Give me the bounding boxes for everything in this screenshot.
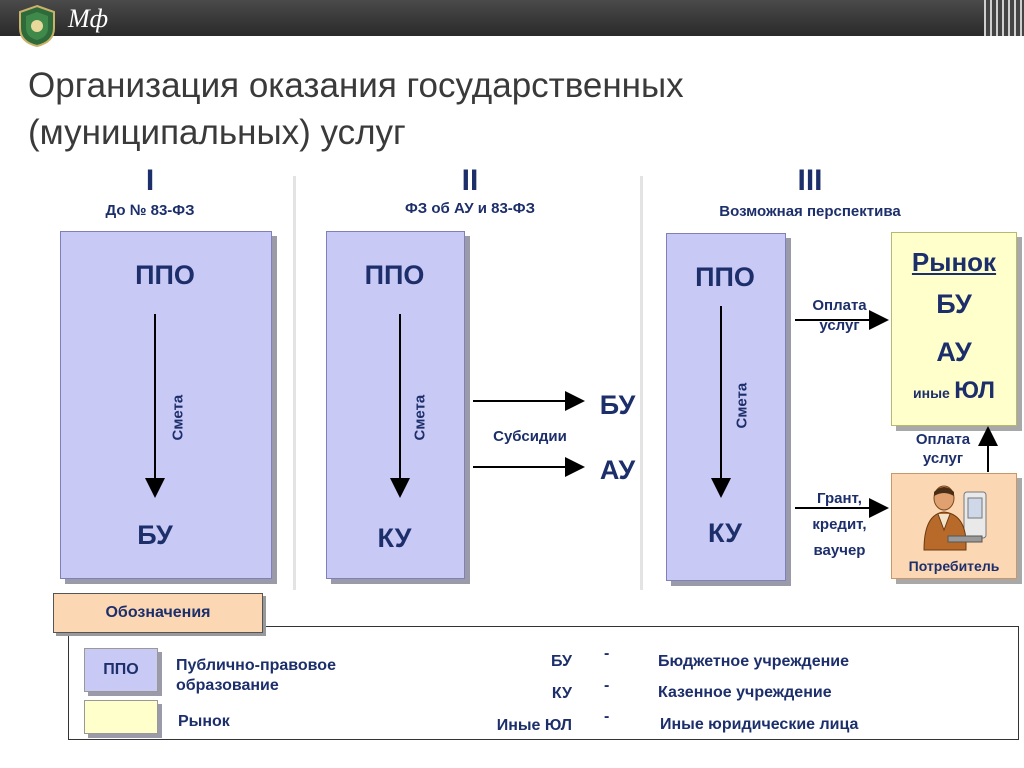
section-1-header: I До № 83-ФЗ	[100, 164, 200, 220]
legend-swatch-ppo: ППО	[84, 648, 158, 692]
top-bar-stripes	[984, 0, 1024, 36]
legend-abbr-3-code: Иные ЮЛ	[496, 717, 572, 734]
subsidy-target-bu: БУ	[599, 390, 636, 420]
market-title: Рынок	[911, 247, 997, 277]
payment-right-label: Оплата услуг	[915, 431, 971, 467]
market-item-au: АУ	[936, 337, 972, 367]
ppo-box-section-3	[666, 233, 786, 581]
legend-abbr-2-code: КУ	[551, 685, 572, 702]
market-item-bu: БУ	[936, 289, 972, 319]
section-1-subtitle: До № 83-ФЗ	[105, 202, 195, 219]
section-3-top-label: ППО	[695, 262, 755, 292]
section-2-header: II ФЗ об АУ и 83-ФЗ	[370, 164, 570, 218]
subsidies-label: Субсидии	[493, 428, 567, 445]
consumer-box: Потребитель	[891, 473, 1017, 579]
legend-abbr-1-code: БУ	[550, 653, 572, 670]
section-3-bottom-label: КУ	[708, 518, 742, 548]
section-2-bottom-label: КУ	[377, 523, 412, 553]
consumer-at-computer-icon	[923, 485, 987, 551]
legend-market-text: Рынок	[178, 713, 230, 730]
legend-abbr-3-dash: -	[604, 708, 610, 725]
grant-label: Грант, кредит, ваучер	[812, 490, 867, 559]
legend-ppo-text: Публично-правовое образование	[176, 657, 336, 694]
legend-abbr-2-dash: -	[604, 677, 610, 694]
ppo-box-section-2	[326, 231, 465, 579]
legend-abbr-3-meaning: Иные юридические лица	[660, 716, 859, 733]
consumer-label: Потребитель	[908, 558, 1000, 574]
logo-text: Мф	[68, 4, 109, 33]
section-2-top-label: ППО	[364, 260, 425, 290]
section-1-bottom-label: БУ	[137, 520, 173, 550]
payment-top-label: Оплата услуг	[812, 297, 867, 334]
market-item-other: иные ЮЛ	[892, 377, 1016, 405]
legend-swatch-ppo-label: ППО	[103, 661, 139, 678]
legend-title: Обозначения	[53, 593, 263, 633]
section-1-numeral: I	[145, 164, 155, 197]
separator-1	[293, 176, 296, 590]
legend-box	[68, 626, 1019, 740]
legend-swatch-market	[84, 700, 158, 734]
legend-abbr-1-dash: -	[604, 645, 610, 662]
separator-2	[640, 176, 643, 590]
ministry-emblem-icon	[19, 4, 55, 48]
market-other-label: ЮЛ	[954, 377, 995, 404]
section-2-numeral: II	[461, 164, 479, 197]
section-3-header: III Возможная перспектива	[690, 164, 930, 221]
ppo-box-section-1	[60, 231, 272, 579]
market-box: Рынок БУ АУ иные ЮЛ	[891, 232, 1017, 426]
section-2-subtitle: ФЗ об АУ и 83-ФЗ	[405, 200, 535, 217]
legend-abbr-1-meaning: Бюджетное учреждение	[658, 653, 849, 670]
section-1-top-label: ППО	[135, 260, 195, 290]
section-3-subtitle: Возможная перспектива	[719, 203, 901, 220]
market-other-prefix: иные	[913, 385, 950, 401]
section-3-numeral: III	[797, 164, 823, 197]
slide-title: Организация оказания государственных (му…	[28, 66, 684, 152]
legend-abbr-2-meaning: Казенное учреждение	[658, 684, 832, 701]
subsidy-target-au: АУ	[599, 455, 636, 485]
top-bar	[0, 0, 1024, 36]
